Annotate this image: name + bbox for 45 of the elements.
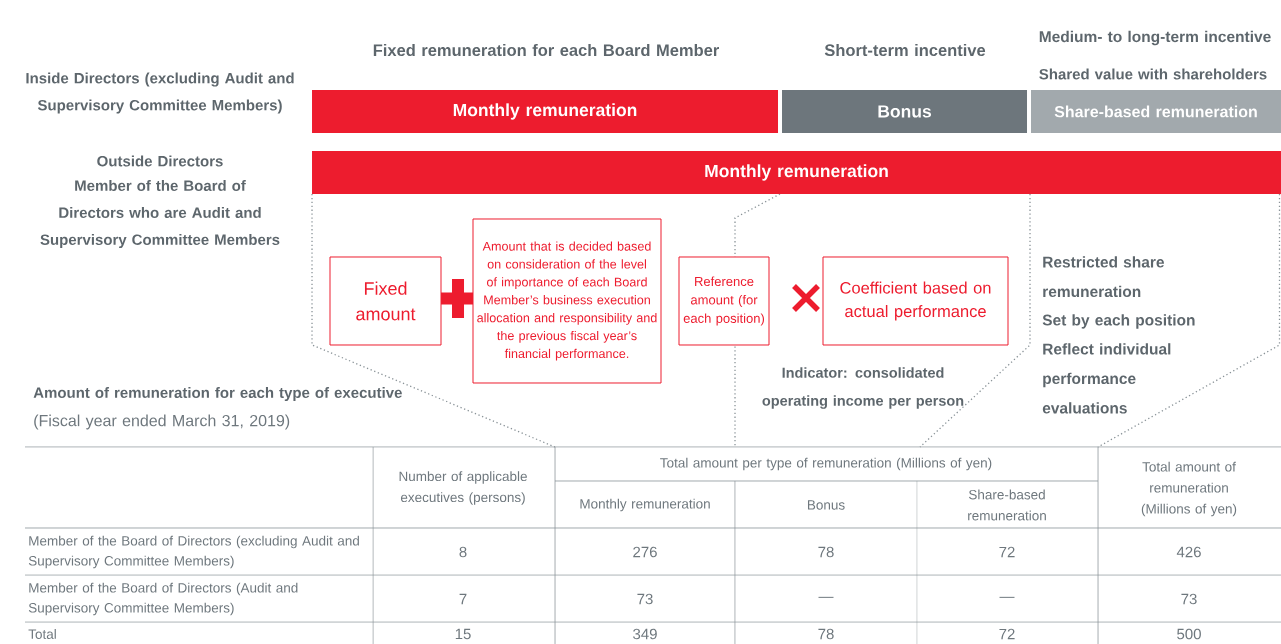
column-heading: Medium- to long-term incentive [1039,30,1271,46]
formula-box: Amount that is decided based on consideration of the level of importance of each Board Member’s business execution allocation and responsibility and the previous fiscal year’s financial performance. [472,218,662,384]
cell-value: 500 [1177,628,1201,640]
formula-box: Reference amount (for each position) [678,256,770,346]
column-header: Total amount per type of remuneration (Millions of yen) [660,457,992,471]
cell-value: 349 [633,628,657,640]
section-heading: Amount of remuneration for each type of executive [33,387,402,401]
remuneration-bar: Share-based remuneration [1031,90,1281,133]
row-heading: Outside Directors [97,155,223,167]
cell-value: 73 [1181,593,1197,605]
column-heading: Short-term incentive [824,43,986,57]
row-header: Member of the Board of Directors (Audit and Supervisory Committee Members) [28,582,298,616]
remuneration-bar: Bonus [782,90,1027,133]
cell-value: — [818,596,834,598]
indicator-note: Indicator: consolidated operating income per person [762,367,964,409]
remuneration-bar: Monthly remuneration [312,151,1281,194]
cell-value: 78 [818,628,834,640]
cell-value: 72 [999,628,1015,640]
cell-value: 7 [459,593,467,605]
cell-value: 15 [455,628,471,640]
column-heading: Shared value with shareholders [1039,68,1267,80]
row-heading: Member of the Board of Directors who are Audit and Supervisory Committee Members [40,180,280,248]
cell-value: 276 [633,546,657,558]
cell-value: 72 [999,546,1015,558]
cell-value: 426 [1176,546,1201,558]
cell-value: 73 [637,593,653,605]
column-header: Monthly remuneration [580,498,710,512]
column-header: Number of applicable executives (persons) [399,471,527,505]
remuneration-bar: Monthly remuneration [312,90,778,133]
column-header: Total amount of remuneration (Millions of yen) [1141,461,1237,517]
feature-note: Restricted share remuneration [1043,256,1164,298]
column-heading: Fixed remuneration for each Board Member [373,43,719,57]
section-subtitle: (Fiscal year ended March 31, 2019) [34,414,290,430]
feature-note: Reflect individual performance evaluations [1042,343,1171,414]
column-header: Bonus [808,500,845,510]
formula-box: Fixed amount [329,256,442,346]
cell-value: 8 [459,546,467,558]
row-header: Member of the Board of Directors (excluding Audit and Supervisory Committee Members) [28,535,359,569]
cell-value: 78 [818,546,834,558]
row-header: Total [28,629,56,639]
cell-value: — [999,596,1015,598]
formula-box: Coefficient based on actual performance [822,256,1009,346]
feature-note: Set by each position [1042,314,1195,329]
row-heading: Inside Directors (excluding Audit and Supervisory Committee Members) [26,72,294,114]
column-header: Share-based remuneration [968,489,1046,521]
